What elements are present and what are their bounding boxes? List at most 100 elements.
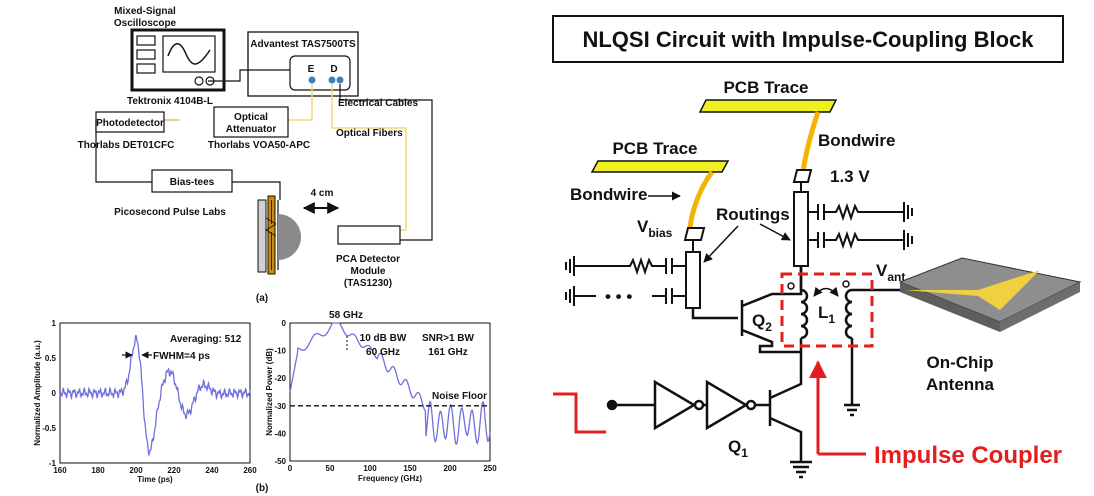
l1-label: L1 bbox=[818, 303, 835, 326]
bias-tees-label: Bias-tees bbox=[170, 177, 215, 188]
attenuator-label-1: Optical bbox=[234, 112, 268, 123]
time-xtick: 160 bbox=[53, 466, 67, 475]
tas-label: Advantest TAS7500TS bbox=[250, 39, 356, 50]
pulse-labs-label: Picosecond Pulse Labs bbox=[114, 207, 226, 218]
freq-ytick: -10 bbox=[274, 347, 286, 356]
port-d-icon-1 bbox=[328, 76, 336, 84]
antenna-label-2: Antenna bbox=[926, 375, 995, 394]
circuit-title-box bbox=[552, 15, 1064, 63]
time-xlabel: Time (ps) bbox=[137, 475, 173, 484]
bondwire-1-label: Bondwire bbox=[570, 185, 647, 204]
time-xtick: 220 bbox=[167, 466, 181, 475]
dot-l1-primary bbox=[787, 282, 795, 290]
coupler-inductors bbox=[790, 266, 905, 417]
circuit-title: NLQSI Circuit with Impulse-Coupling Bloc… bbox=[582, 27, 1034, 52]
bw10-label-2: 60 GHz bbox=[366, 347, 400, 358]
distance-label: 4 cm bbox=[311, 188, 334, 199]
routing-block-2 bbox=[793, 191, 809, 267]
bondwire-2-icon bbox=[800, 111, 821, 173]
attenuator-box bbox=[213, 106, 289, 138]
routing-block-1 bbox=[685, 251, 701, 309]
freq-ytick: -50 bbox=[274, 457, 286, 466]
q2-label: Q2 bbox=[752, 311, 772, 334]
pca-label-3: (TAS1230) bbox=[344, 278, 392, 289]
time-ytick: 0 bbox=[52, 389, 57, 398]
pcb-trace-2-icon bbox=[698, 99, 838, 113]
time-trace bbox=[59, 334, 251, 457]
oscilloscope-title-2: Oscilloscope bbox=[114, 18, 177, 29]
pcb-trace-1-label: PCB Trace bbox=[612, 139, 697, 158]
time-xtick: 200 bbox=[129, 466, 143, 475]
bondpad-1-icon bbox=[683, 227, 706, 241]
time-ytick: -1 bbox=[49, 459, 57, 468]
freq-trace bbox=[289, 322, 491, 445]
freq-ytick: -20 bbox=[274, 374, 286, 383]
emitter-icon bbox=[257, 195, 301, 275]
snr-label-2: 161 GHz bbox=[428, 347, 467, 358]
port-e-icon bbox=[308, 76, 316, 84]
routings-arrow-2 bbox=[759, 223, 791, 241]
photodetector-box bbox=[95, 111, 165, 133]
attenuator-model: Thorlabs VOA50-APC bbox=[208, 140, 310, 151]
photodetector-model: Thorlabs DET01CFC bbox=[78, 140, 175, 151]
noise-floor-label: Noise Floor bbox=[432, 391, 487, 402]
electrical-cable bbox=[339, 84, 433, 241]
time-xtick: 260 bbox=[243, 466, 257, 475]
oscilloscope-icon bbox=[130, 28, 226, 92]
optical-fiber-2 bbox=[331, 84, 407, 231]
caption-a: (a) bbox=[256, 293, 268, 304]
time-xtick: 240 bbox=[205, 466, 219, 475]
impulse-coupler-label: Impulse Coupler bbox=[874, 442, 1062, 469]
antenna-label-1: On-Chip bbox=[926, 353, 993, 372]
pca-label-2: Module bbox=[351, 266, 386, 277]
vdd-label: 1.3 V bbox=[830, 167, 870, 186]
inverter-chain bbox=[606, 379, 770, 431]
attenuator-label-2: Attenuator bbox=[226, 124, 277, 135]
pcb-trace-2-label: PCB Trace bbox=[723, 78, 808, 97]
optical-fibers-label: Optical Fibers bbox=[336, 128, 403, 139]
vant-label: Vant bbox=[876, 261, 905, 284]
bondwire-1-icon bbox=[687, 170, 715, 229]
electrical-cables-label: Electrical Cables bbox=[338, 98, 418, 109]
time-ytick: -0.5 bbox=[42, 424, 56, 433]
bw10-label-1: 10 dB BW bbox=[360, 333, 407, 344]
bias-tees-box bbox=[151, 169, 233, 193]
freq-xlabel: Frequency (GHz) bbox=[358, 474, 422, 483]
routings-label: Routings bbox=[716, 205, 790, 224]
oscilloscope-model: Tektronix 4104B-L bbox=[127, 96, 213, 107]
port-e-label: E bbox=[308, 64, 315, 75]
snr-label-1: SNR>1 BW bbox=[422, 333, 475, 344]
q2-transistor bbox=[691, 266, 803, 354]
decoupling-network-left bbox=[565, 256, 686, 306]
dot-l1-secondary bbox=[842, 280, 850, 288]
caption-b: (b) bbox=[256, 483, 269, 494]
freq-xtick: 0 bbox=[288, 464, 293, 473]
oscilloscope-title-1: Mixed-Signal bbox=[114, 6, 176, 17]
freq-ytick: -30 bbox=[274, 402, 286, 411]
port-d-label: D bbox=[330, 64, 337, 75]
freq-xtick: 100 bbox=[363, 464, 377, 473]
pcb-trace-1-icon bbox=[590, 160, 730, 173]
port-d-icon-2 bbox=[336, 76, 344, 84]
freq-ytick: -40 bbox=[274, 429, 286, 438]
freq-xtick: 200 bbox=[443, 464, 457, 473]
bondpad-2-icon bbox=[792, 169, 813, 183]
routings-arrow-1 bbox=[703, 225, 739, 263]
impulse-coupler-box bbox=[780, 272, 874, 348]
dots-label: • • • bbox=[605, 287, 632, 306]
bondwire-2-label: Bondwire bbox=[818, 131, 895, 150]
input-step-pulse bbox=[553, 392, 606, 434]
on-chip-antenna-icon bbox=[898, 257, 1082, 332]
tas-port-panel bbox=[289, 55, 351, 91]
photodetector-label: Photodetector bbox=[96, 118, 164, 129]
freq-xtick: 250 bbox=[483, 464, 497, 473]
freq-plot-frame bbox=[289, 322, 491, 462]
coupling-arrow bbox=[813, 286, 839, 297]
freq-xtick: 50 bbox=[326, 464, 335, 473]
q1-transistor bbox=[768, 380, 812, 479]
fwhm-label: FWHM=4 ps bbox=[153, 351, 210, 362]
freq-ytick: 0 bbox=[282, 319, 287, 328]
